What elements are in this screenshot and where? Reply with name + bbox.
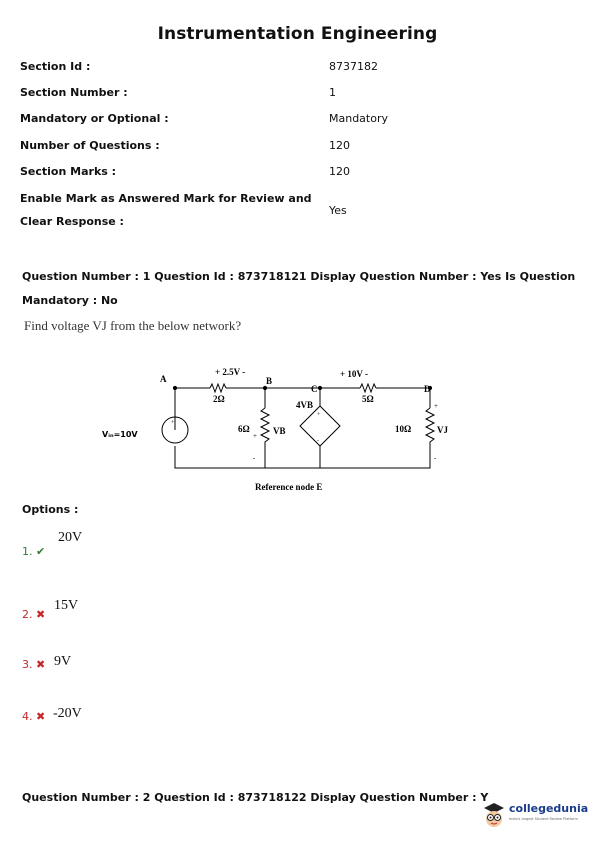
label-r-5: 5Ω — [362, 394, 374, 404]
label-r-6: 6Ω — [238, 424, 250, 434]
svg-text:+: + — [171, 420, 175, 426]
label-v-5r: + 10V - — [340, 369, 368, 379]
enable-mark-value: Yes — [329, 204, 347, 217]
option-3-number: 3. — [22, 658, 33, 671]
mandatory-value: Mandatory — [329, 112, 389, 125]
wire-d — [378, 387, 431, 408]
check-icon: ✔ — [36, 545, 46, 558]
section-marks-label: Section Marks : — [20, 165, 117, 178]
label-vin: Vᵢₙ=10V — [102, 430, 138, 439]
label-node-b: B — [266, 376, 272, 386]
wire-ab — [228, 387, 266, 408]
enable-mark-label-line2: Clear Response : — [20, 215, 124, 228]
node-b-dot — [262, 385, 268, 391]
section-number-label: Section Number : — [20, 86, 128, 99]
svg-text:+: + — [253, 432, 257, 440]
option-3-value: 9V — [54, 654, 72, 669]
label-r-10: 10Ω — [395, 424, 411, 434]
section-id-label: Section Id : — [20, 60, 91, 73]
resistor-6 — [259, 407, 271, 448]
option-3[interactable]: 3. ✖ — [22, 658, 45, 671]
svg-text:+: + — [434, 402, 438, 410]
label-v-2r: + 2.5V - — [215, 367, 245, 377]
num-questions-value: 120 — [329, 139, 350, 152]
question2-header: Question Number : 2 Question Id : 873718… — [22, 791, 489, 804]
section-id-value: 8737182 — [329, 60, 378, 73]
option-2-number: 2. — [22, 608, 33, 621]
page-title: Instrumentation Engineering — [157, 24, 438, 44]
label-node-d: D — [424, 384, 431, 394]
cross-icon: ✖ — [36, 710, 46, 723]
owl-icon — [484, 803, 504, 827]
resistor-2 — [209, 382, 227, 394]
label-dep-source: 4VB — [296, 400, 313, 410]
num-questions-label: Number of Questions : — [20, 139, 160, 152]
node-d-dot — [427, 385, 433, 391]
collegedunia-logo: collegedunia India's largest Student Rev… — [481, 796, 591, 836]
option-1[interactable]: 1. ✔ — [22, 545, 45, 558]
section-marks-value: 120 — [329, 165, 350, 178]
label-reference: Reference node E — [255, 482, 322, 492]
cross-icon: ✖ — [36, 658, 46, 671]
label-node-c: C — [311, 384, 318, 394]
label-r-2: 2Ω — [213, 394, 225, 404]
wire-left-top — [174, 387, 210, 430]
wire-bottom — [174, 446, 431, 469]
circuit-diagram: + + - + - + - + 2.5V - 2Ω + 10V - 5Ω 6Ω … — [102, 367, 448, 492]
svg-text:-: - — [317, 438, 319, 444]
node-a-dot — [172, 385, 178, 391]
option-4[interactable]: 4. ✖ — [22, 710, 45, 723]
label-node-a: A — [160, 374, 167, 384]
svg-text:+: + — [317, 412, 321, 418]
options-label: Options : — [22, 503, 79, 516]
resistor-10 — [424, 407, 436, 448]
dependent-source — [299, 405, 341, 447]
label-vj: VJ — [437, 425, 448, 435]
option-2[interactable]: 2. ✖ — [22, 608, 45, 621]
option-2-value: 15V — [54, 598, 79, 613]
label-vb: VB — [273, 426, 286, 436]
question1-text: Find voltage VJ from the below network? — [24, 318, 242, 333]
mandatory-label: Mandatory or Optional : — [20, 112, 169, 125]
option-4-value: -20V — [53, 706, 82, 721]
option-1-number: 1. — [22, 545, 33, 558]
svg-text:-: - — [434, 454, 437, 462]
question1-header-line1: Question Number : 1 Question Id : 873718… — [22, 270, 576, 283]
svg-text:-: - — [253, 454, 256, 462]
logo-tagline: India's largest Student Review Platform — [509, 817, 578, 821]
cross-icon: ✖ — [36, 608, 46, 621]
section-number-value: 1 — [329, 86, 336, 99]
logo-text: collegedunia — [509, 802, 589, 815]
option-4-number: 4. — [22, 710, 33, 723]
node-c-dot — [317, 385, 323, 391]
option-1-value: 20V — [58, 530, 83, 545]
resistor-5 — [359, 382, 377, 394]
question1-header-line2: Mandatory : No — [22, 294, 118, 307]
voltage-source — [161, 416, 189, 444]
enable-mark-label-line1: Enable Mark as Answered Mark for Review … — [20, 192, 312, 205]
